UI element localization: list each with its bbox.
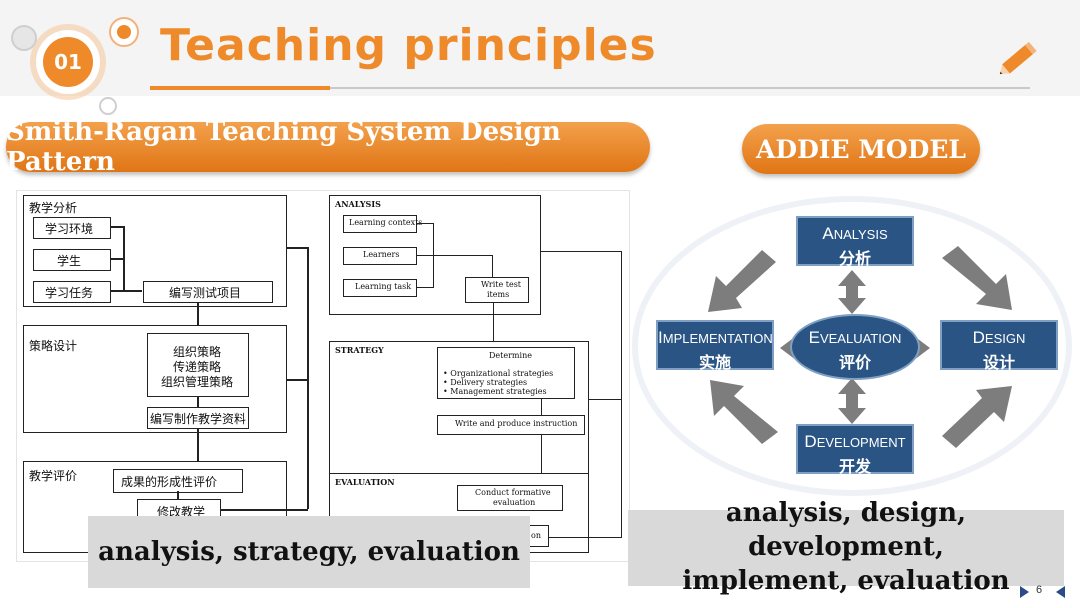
next-page-arrow[interactable]	[1056, 586, 1065, 598]
cn-analysis-heading: 教学分析	[29, 201, 78, 215]
en-bullet-2: • Delivery strategies	[443, 378, 528, 387]
addie-model-pill: ADDIE MODEL	[742, 124, 980, 174]
cn-strategy-line1: 组织策略	[173, 345, 222, 359]
pencil-icon	[999, 41, 1037, 75]
en-determine-label: Determine	[489, 351, 532, 360]
page-number: 6	[1036, 584, 1043, 596]
cn-formative-label: 成果的形成性评价	[121, 475, 218, 489]
smith-ragan-diagram: 教学分析 学习环境 学生 学习任务 编写测试项目 策略设计 组织策略 传递策略 …	[16, 190, 630, 562]
en-test-box	[465, 277, 529, 303]
en-task-label: Learning task	[355, 282, 412, 291]
en-learners-label: Learners	[363, 250, 400, 259]
cn-env-box	[33, 217, 111, 239]
cn-student-box	[33, 249, 111, 271]
en-test-line2: items	[487, 290, 510, 299]
header-rule	[150, 87, 1030, 89]
cn-evaluation-heading: 教学评价	[29, 469, 78, 483]
en-formative-line1: Conduct formative	[475, 488, 551, 497]
addie-design-box: DESIGN 设计	[940, 320, 1058, 372]
addie-implementation-box: IMPLEMENTATION 实施	[656, 320, 774, 372]
cn-revise-label: 修改教学	[157, 505, 206, 519]
en-revise-label: on	[531, 531, 541, 540]
addie-development-box: DEVELOPMENT 开发	[796, 424, 914, 476]
cn-strategy-heading: 策略设计	[29, 339, 78, 353]
en-evaluation-heading: EVALUATION	[335, 477, 395, 487]
en-learners-box	[343, 247, 417, 265]
addie-evaluation-ellipse: EVEALUATION 评价	[790, 314, 920, 380]
header-band	[0, 0, 1080, 96]
cn-strategy-line3: 组织管理策略	[161, 375, 234, 389]
addie-caption-line2: implement, evaluation	[682, 565, 1010, 596]
cn-strategy-box	[147, 333, 249, 397]
cn-task-label: 学习任务	[45, 286, 94, 300]
slide-number-badge	[11, 17, 139, 115]
en-contexts-box	[343, 215, 417, 233]
en-determine-box	[437, 347, 575, 399]
en-task-box	[343, 279, 417, 297]
cn-env-label: 学习环境	[45, 222, 94, 236]
en-formative-box	[457, 485, 563, 511]
slide-number: 01	[54, 50, 82, 74]
page-title: Teaching principles	[160, 20, 657, 71]
smith-ragan-pill: Smith-Ragan Teaching System Design Patte…	[6, 117, 650, 177]
addie-caption-line1: analysis, design, development,	[725, 498, 967, 563]
en-test-line1: Write test	[481, 280, 522, 289]
smith-ragan-caption: analysis, strategy, evaluation	[88, 516, 530, 588]
cn-materials-label: 编写制作教学资料	[150, 412, 247, 426]
cn-task-box	[33, 281, 111, 303]
cn-formative-box	[113, 469, 243, 493]
cn-student-label: 学生	[57, 254, 82, 268]
addie-analysis-box: ANALYSIS 分析	[796, 216, 914, 268]
en-analysis-heading: ANALYSIS	[335, 199, 381, 209]
en-bullet-1: • Organizational strategies	[443, 369, 554, 378]
cn-test-box	[143, 281, 273, 303]
header-rule-accent	[150, 86, 330, 90]
en-bullet-3: • Management strategies	[443, 387, 547, 396]
addie-diagram: ANALYSIS 分析 DESIGN 设计 DEVELOPMENT 开发 IMP…	[630, 190, 1074, 508]
en-strategy-heading: STRATEGY	[335, 345, 384, 355]
cn-strategy-line2: 传递策略	[173, 360, 222, 374]
cn-test-label: 编写测试项目	[169, 286, 242, 300]
en-formative-line2: evaluation	[493, 498, 536, 507]
en-produce-box	[437, 415, 585, 435]
prev-page-arrow[interactable]	[1020, 586, 1029, 598]
en-contexts-label: Learning contexts	[349, 218, 423, 227]
addie-caption: analysis, design, development, implement…	[628, 498, 1064, 596]
en-produce-label: Write and produce instruction	[455, 419, 578, 428]
